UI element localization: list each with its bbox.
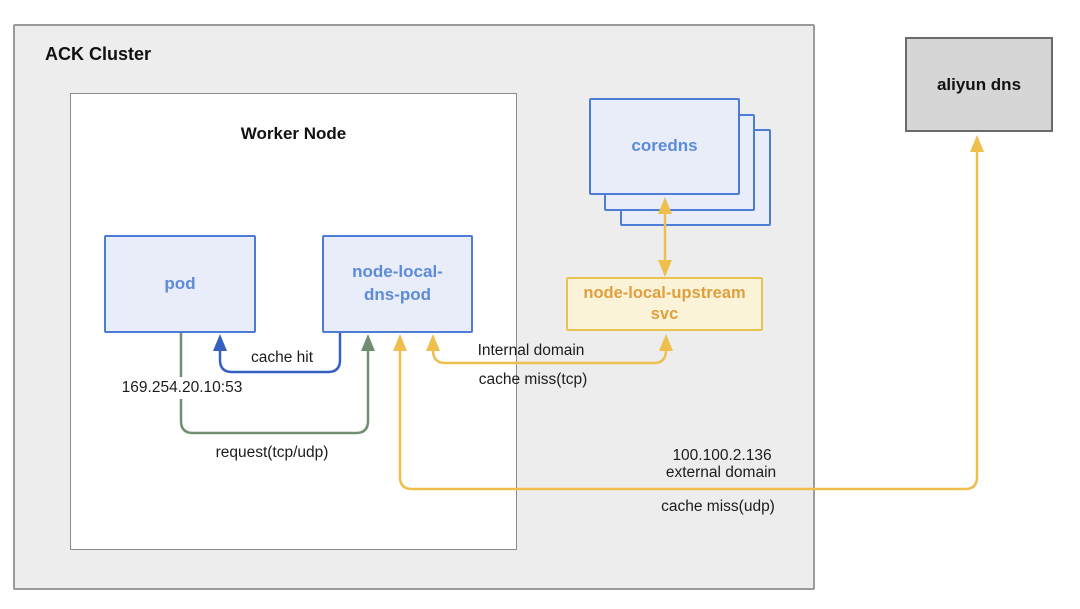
request-label: request(tcp/udp) — [215, 444, 329, 461]
aliyun-dns-label: aliyun dns — [936, 74, 1022, 94]
node-local-dns-pod-node: node-local- dns-pod — [322, 235, 473, 333]
internal-domain-label: Internal domain — [477, 342, 585, 359]
pod-node: pod — [104, 235, 256, 333]
node-local-dns-pod-label-line2: dns-pod — [363, 285, 432, 304]
external-ip-label: 100.100.2.136 — [672, 447, 772, 464]
external-domain-arrowhead-top — [970, 135, 984, 152]
node-local-dns-pod-label-line1: node-local- — [352, 262, 443, 282]
upstream-svc-label-line2: svc — [650, 305, 679, 323]
worker-node-label: Worker Node — [240, 124, 347, 143]
ack-cluster-label: ACK Cluster — [45, 44, 152, 64]
cache-hit-label: cache hit — [250, 349, 314, 366]
upstream-svc-label-line1: node-local-upstream — [583, 284, 746, 303]
cache-miss-udp-label: cache miss(udp) — [661, 498, 775, 515]
node-local-upstream-svc-node: node-local-upstream svc — [566, 277, 763, 331]
pod-label: pod — [164, 273, 196, 293]
cache-miss-tcp-label: cache miss(tcp) — [478, 371, 588, 388]
aliyun-dns-node: aliyun dns — [905, 37, 1053, 132]
listen-address-label: 169.254.20.10:53 — [102, 377, 262, 399]
external-domain-label: external domain — [665, 464, 777, 481]
coredns-label: coredns — [631, 136, 698, 156]
coredns-node: coredns — [589, 98, 740, 195]
